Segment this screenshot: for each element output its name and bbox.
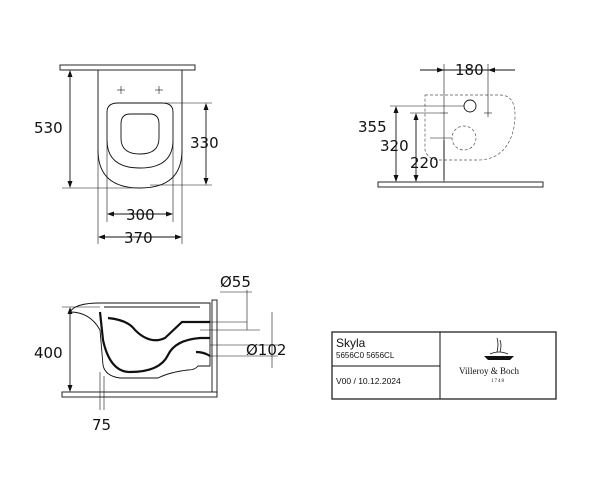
dim-75-label: 75 [92, 416, 111, 434]
rear-mounting-crosses [440, 109, 492, 182]
wall-top [59, 64, 196, 71]
brand-year: 1748 [491, 379, 505, 384]
dim-530: 530 [34, 69, 138, 189]
article-numbers: 5656C0 5656CL [336, 351, 395, 360]
bowl-side-inner [98, 311, 210, 374]
rear-view: 180 355 320 220 [358, 61, 544, 188]
dim-300: 300 [106, 140, 174, 224]
dim-220: 220 [410, 137, 452, 180]
brand-logo-icon [484, 337, 514, 360]
dim-355-label: 355 [358, 118, 387, 136]
dim-diam102-label: Ø102 [246, 341, 286, 359]
side-view: Ø55 Ø102 400 75 [34, 273, 286, 434]
dim-300-label: 300 [126, 206, 155, 224]
title-block: Skyla 5656C0 5656CL V00 / 10.12.2024 Vil… [331, 331, 557, 400]
dim-400: 400 [34, 306, 100, 392]
top-view: 530 330 300 370 [34, 64, 219, 247]
dim-320: 320 [380, 112, 440, 182]
product-name: Skyla [336, 336, 366, 350]
wall-side [211, 299, 218, 396]
dim-370: 370 [97, 150, 183, 247]
bowl-outline [97, 70, 183, 189]
dim-220-label: 220 [410, 154, 439, 172]
flush-inlet-hole [463, 99, 477, 113]
seat-outer [106, 102, 174, 169]
dim-diam55-label: Ø55 [220, 273, 251, 291]
bowl-contour-dashed [424, 94, 516, 161]
dim-400-label: 400 [34, 344, 63, 362]
mounting-holes [117, 86, 163, 94]
outlet-hole [451, 125, 477, 151]
outlet-pipe [195, 350, 211, 357]
brand-name: Villeroy & Boch [459, 366, 519, 376]
dim-180: 180 [420, 61, 515, 109]
floor-side [61, 391, 218, 398]
side-dim-helpers [200, 290, 278, 368]
dim-530-label: 530 [34, 119, 63, 137]
seat-inner [120, 113, 160, 155]
dim-330: 330 [150, 102, 219, 186]
dim-370-label: 370 [124, 229, 153, 247]
bowl-side-outer [69, 302, 211, 379]
dim-180-label: 180 [455, 61, 484, 79]
dim-75: 75 [92, 372, 111, 434]
version-date: V00 / 10.12.2024 [336, 376, 401, 386]
floor-rear [377, 181, 544, 188]
dim-320-label: 320 [380, 137, 409, 155]
bowl-side-rim [107, 316, 210, 342]
dim-330-label: 330 [190, 134, 219, 152]
dim-355: 355 [358, 105, 464, 182]
